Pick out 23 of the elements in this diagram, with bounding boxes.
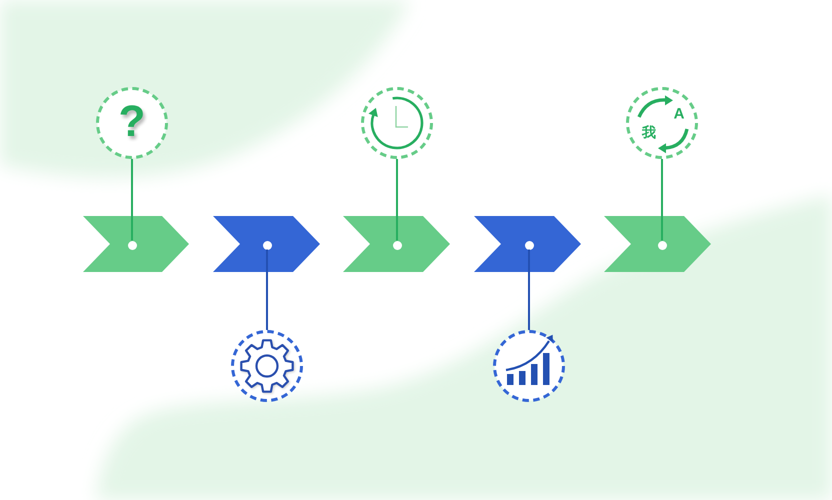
dot-marker <box>262 240 272 250</box>
character-label: 我 <box>642 126 656 140</box>
dashed-circle <box>361 87 433 159</box>
dashed-circle <box>231 330 303 402</box>
connector-line <box>396 159 398 240</box>
chevron-step <box>343 216 450 272</box>
dot-marker <box>392 240 402 250</box>
dashed-circle <box>626 87 698 159</box>
question-mark: ? <box>118 100 146 144</box>
chevron-step <box>213 216 320 272</box>
connector-line <box>528 250 530 330</box>
letter-label: A <box>674 106 684 122</box>
chevron-step <box>474 216 581 272</box>
dashed-circle <box>96 87 168 159</box>
dashed-circle <box>493 330 565 402</box>
dot-marker <box>524 240 534 250</box>
connector-line <box>661 159 663 240</box>
connector-line <box>131 159 133 240</box>
dot-marker <box>658 240 666 250</box>
connector-line <box>266 250 268 330</box>
dot-marker <box>128 240 136 250</box>
chevron-step <box>604 216 711 272</box>
chevron-step <box>83 216 189 272</box>
